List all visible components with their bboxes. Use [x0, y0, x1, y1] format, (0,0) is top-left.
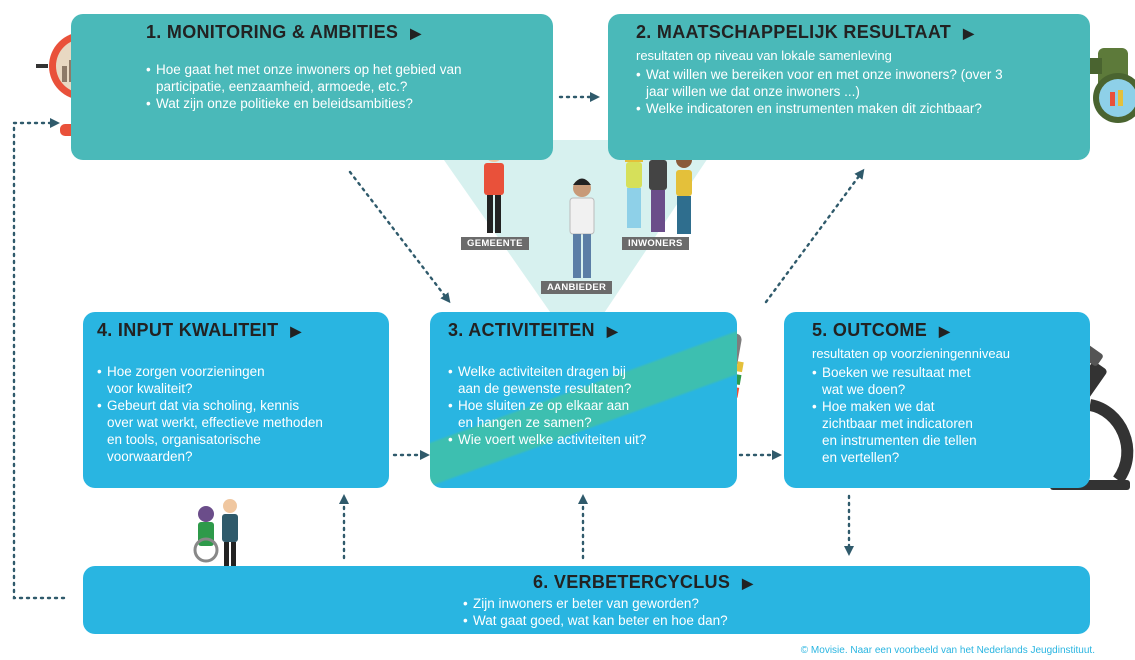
monitoring-list: Hoe gaat het met onze inwoners op het ge… [146, 61, 506, 112]
actor-label-inwoners: INWONERS [622, 237, 689, 250]
actor-label-gemeente: GEMEENTE [461, 237, 529, 250]
box-monitoring-ambities: 1. MONITORING & AMBITIES▶ Hoe gaat het m… [71, 14, 553, 160]
list-item: Hoe maken we dat zichtbaar met indicator… [812, 398, 987, 466]
box-outcome: 5. OUTCOME▶ resultaten op voorzieningenn… [784, 312, 1090, 488]
box-verbetercyclus: 6. VERBETERCYCLUS▶ Zijn inwoners er bete… [83, 566, 1090, 634]
input-list: Hoe zorgen voorzieningen voor kwaliteit?… [97, 363, 327, 465]
arrow-1-to-3 [348, 170, 451, 304]
arrow-3-to-2 [764, 168, 865, 304]
box-resultaat-title: 2. MAATSCHAPPELIJK RESULTAAT▶ [636, 22, 975, 42]
box-resultaat-subtitle: resultaten op niveau van lokale samenlev… [636, 48, 892, 63]
box-input-kwaliteit: 4. INPUT KWALITEIT▶ Hoe zorgen voorzieni… [83, 312, 389, 488]
list-item: Zijn inwoners er beter van geworden? [463, 595, 1090, 612]
list-item: Wat gaat goed, wat kan beter en hoe dan? [463, 612, 1090, 629]
outcome-list: Boeken we resultaat met wat we doen? Hoe… [812, 364, 987, 466]
actor-label-aanbieder: AANBIEDER [541, 281, 613, 294]
arrow-6-to-1 [12, 118, 66, 600]
box-monitoring-title: 1. MONITORING & AMBITIES▶ [146, 22, 422, 42]
list-item: Wat zijn onze politieke en beleidsambiti… [146, 95, 506, 112]
list-item: Welke activiteiten dragen bij aan de gew… [448, 363, 638, 397]
person-aanbieder [569, 178, 595, 278]
list-item: Hoe zorgen voorzieningen voor kwaliteit? [97, 363, 287, 397]
list-item: Hoe gaat het met onze inwoners op het ge… [146, 61, 506, 95]
list-item: Gebeurt dat via scholing, kennis over wa… [97, 397, 327, 465]
box-input-title: 4. INPUT KWALITEIT▶ [97, 320, 302, 340]
box-maatschappelijk-resultaat: 2. MAATSCHAPPELIJK RESULTAAT▶ resultaten… [608, 14, 1090, 160]
box-outcome-subtitle: resultaten op voorzieningenniveau [812, 346, 1011, 361]
box-outcome-title: 5. OUTCOME▶ [812, 320, 951, 340]
list-item: Wie voert welke activiteiten uit? [448, 431, 698, 448]
list-item: Welke indicatoren en instrumenten maken … [636, 100, 1028, 117]
resultaat-list: Wat willen we bereiken voor en met onze … [636, 66, 1028, 117]
box-activiteiten-title: 3. ACTIVITEITEN▶ [448, 320, 618, 340]
credit-text: © Movisie. Naar een voorbeeld van het Ne… [800, 645, 1095, 656]
box-verbetercyclus-title: 6. VERBETERCYCLUS▶ [533, 572, 754, 592]
list-item: Boeken we resultaat met wat we doen? [812, 364, 987, 398]
box-activiteiten: 3. ACTIVITEITEN▶ Welke activiteiten drag… [430, 312, 737, 488]
activiteiten-list: Welke activiteiten dragen bij aan de gew… [448, 363, 646, 448]
list-item: Hoe sluiten ze op elkaar aan en hangen z… [448, 397, 638, 431]
verbetercyclus-list: Zijn inwoners er beter van geworden? Wat… [463, 595, 1090, 629]
list-item: Wat willen we bereiken voor en met onze … [636, 66, 1028, 100]
